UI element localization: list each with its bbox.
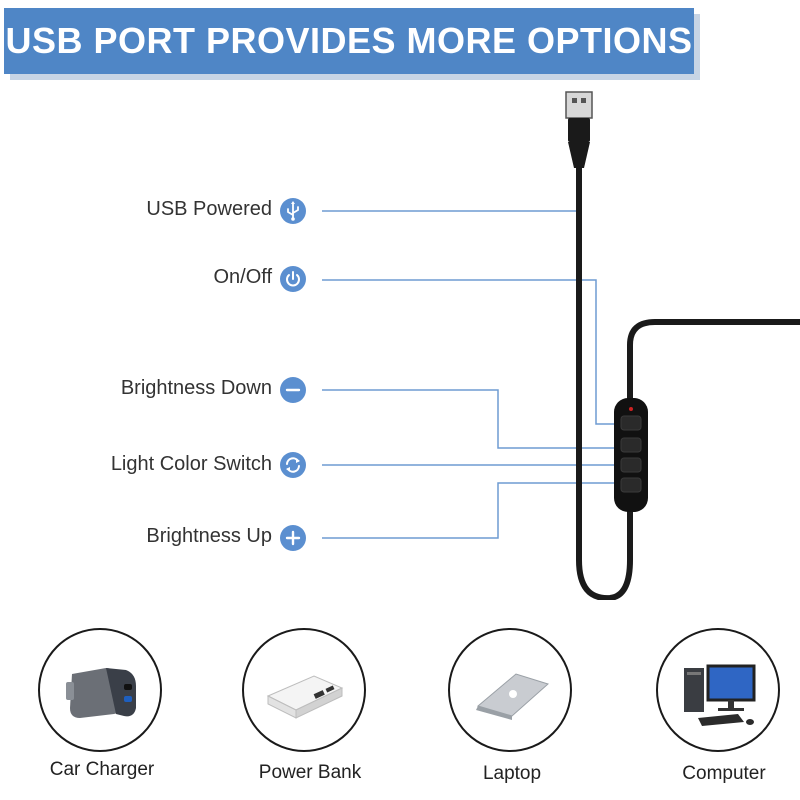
switch-icon [280,452,306,478]
device-label-car-charger: Car Charger [49,759,155,780]
power-bank-icon [242,628,366,752]
feature-label-on-off: On/Off [213,266,272,288]
cable [576,165,800,600]
plus-icon [280,525,306,551]
leader-lines [322,210,622,539]
page-title: USB PORT PROVIDES MORE OPTIONS [5,20,693,61]
computer-icon [656,628,780,752]
feature-label-light-color-switch: Light Color Switch [110,453,272,475]
feature-label-brightness-up: Brightness Up [146,525,272,547]
feature-label-brightness-down: Brightness Down [120,377,272,399]
power-icon [280,266,306,292]
inline-controller [614,398,648,512]
usb-icon [280,198,306,224]
device-label-laptop: Laptop [482,763,542,784]
title-banner [4,8,694,74]
cable-diagram [322,91,800,600]
laptop-icon [448,628,572,752]
device-label-power-bank: Power Bank [258,762,362,783]
feature-label-usb-powered: USB Powered [146,198,272,220]
usb-plug [565,91,593,168]
car-charger-icon [38,628,162,752]
device-label-computer: Computer [682,763,766,784]
minus-icon [280,377,306,403]
